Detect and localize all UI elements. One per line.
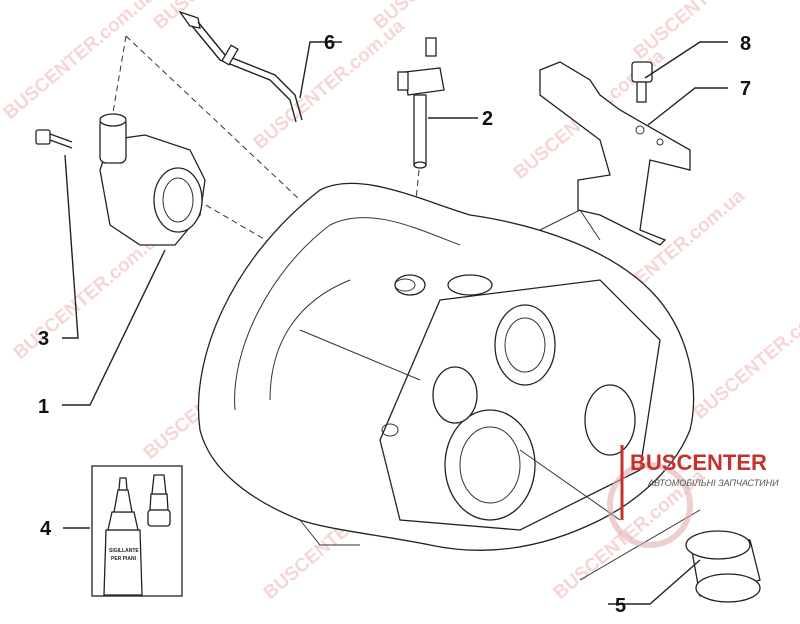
callout-2: 2 [482,108,493,130]
watermark: BUSCENTER.com.ua [150,0,309,34]
logo-tagline: АВТОМОБІЛЬНІ ЗАПЧАСТИНИ [647,478,779,488]
callout-7: 7 [740,78,751,100]
buscenter-logo: BUSCENTER АВТОМОБІЛЬНІ ЗАПЧАСТИНИ [607,445,779,548]
bottle-label-line2: PER PIANI [111,556,137,562]
watermark: BUSCENTER.com.ua [0,0,159,124]
sealant-box-4: SIGILLANTE PER PIANI [91,465,183,597]
watermark: BUSCENTER.com.ua [690,285,800,424]
callout-8: 8 [740,33,751,55]
leader-lines [62,41,728,605]
slave-cylinder [99,113,206,246]
callout-labels: 1 2 3 4 5 6 7 8 [38,32,751,617]
watermark: BUSCENTER.com.ua [10,225,169,364]
cylinder-5 [685,530,761,603]
callout-3: 3 [38,328,49,350]
callout-6: 6 [324,32,335,54]
screw-8 [631,61,653,103]
watermark: BUSCENTER.com.ua [630,0,789,64]
bleeder-pipe-2 [397,37,445,169]
bracket-7 [539,61,691,246]
callout-1: 1 [38,396,49,418]
bottle-label-line1: SIGILLANTE [109,548,139,554]
logo-ring-icon [607,462,693,548]
logo-name: BUSCENTER [630,450,767,475]
hydraulic-pipe [178,10,303,123]
callout-5: 5 [615,595,626,617]
gearbox-housing [197,182,695,551]
callout-4: 4 [40,518,52,540]
bolt-3 [35,129,73,149]
